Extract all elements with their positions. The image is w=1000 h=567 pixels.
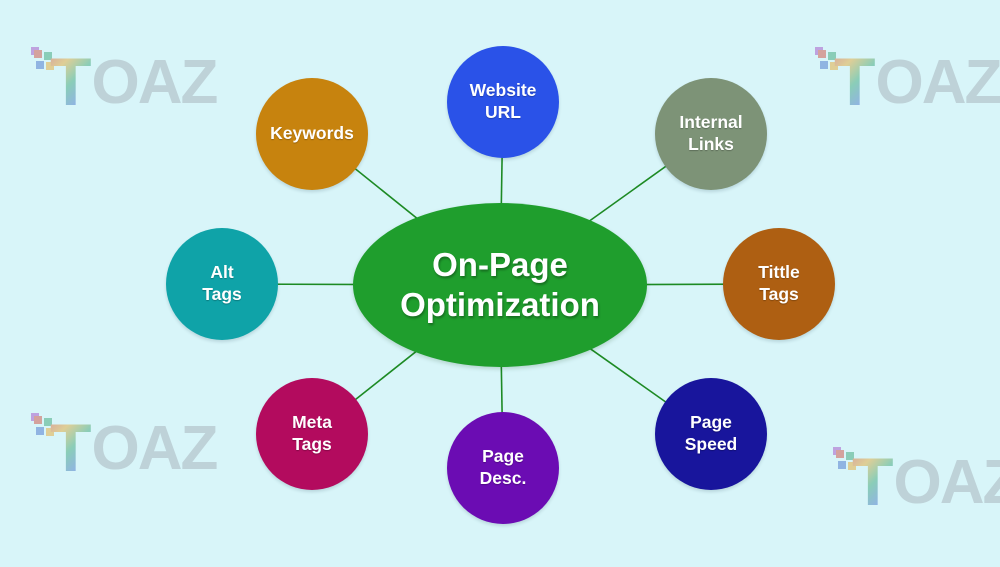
node-alt-tags: Alt Tags [166, 228, 278, 340]
node-label: Internal Links [679, 112, 743, 154]
node-page-speed: Page Speed [655, 378, 767, 490]
center-node-on-page-optimization: On-Page Optimization [353, 203, 647, 367]
node-website-url: Website URL [447, 46, 559, 158]
node-keywords: Keywords [256, 78, 368, 190]
node-label: Alt Tags [202, 262, 242, 304]
center-node-label: On-Page Optimization [400, 246, 600, 323]
node-tittle-tags: Tittle Tags [723, 228, 835, 340]
node-meta-tags: Meta Tags [256, 378, 368, 490]
node-page-desc: Page Desc. [447, 412, 559, 524]
node-label: Website URL [469, 80, 537, 122]
node-label: Page Desc. [479, 446, 527, 488]
node-label: Page Speed [684, 412, 738, 454]
node-label: Tittle Tags [758, 262, 800, 304]
node-label: Meta Tags [292, 412, 332, 454]
node-label: Keywords [270, 123, 354, 144]
node-internal-links: Internal Links [655, 78, 767, 190]
